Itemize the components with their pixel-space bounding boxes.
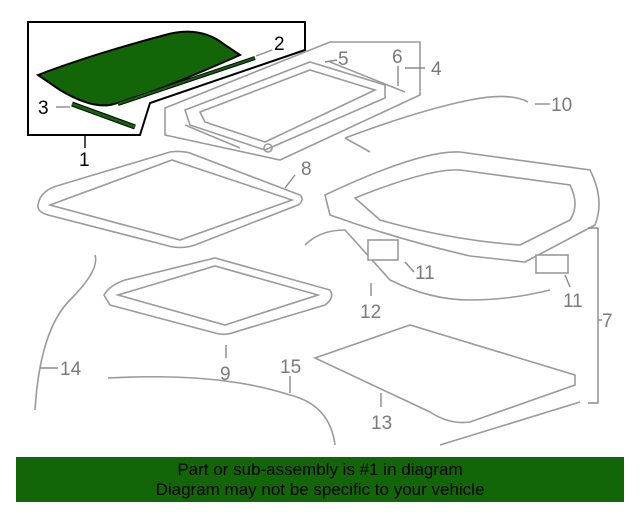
banner-line-1: Part or sub-assembly is #1 in diagram xyxy=(177,460,463,479)
callout-15: 15 xyxy=(280,357,301,378)
part-6-strip xyxy=(329,61,406,93)
part-5-frame xyxy=(183,61,386,151)
callout-3: 3 xyxy=(38,98,49,119)
part-12-harness xyxy=(304,229,551,301)
callout-13: 13 xyxy=(371,413,392,434)
part-7-rail xyxy=(439,401,581,446)
callout-labels: 1 2 3 4 5 6 7 8 9 10 11 11 12 13 14 15 xyxy=(38,34,613,434)
callout-6: 6 xyxy=(392,47,403,68)
part-13-sunshade xyxy=(312,324,576,424)
callout-9: 9 xyxy=(220,364,231,385)
callout-14: 14 xyxy=(60,359,82,380)
part-15-drain-hose xyxy=(107,375,336,446)
part-8-seal xyxy=(37,150,303,249)
callout-12: 12 xyxy=(360,302,381,323)
banner-line-2: Diagram may not be specific to your vehi… xyxy=(155,480,485,499)
callout-4: 4 xyxy=(431,59,442,80)
callout-11: 11 xyxy=(415,263,435,284)
callout-11-b: 11 xyxy=(563,291,583,312)
callout-1: 1 xyxy=(79,150,90,171)
callout-10: 10 xyxy=(551,95,572,116)
part-11-motor xyxy=(367,239,399,261)
part-1-glass-panel xyxy=(35,30,243,107)
part-11-motor-2 xyxy=(535,254,569,274)
part-6-strip-2 xyxy=(184,124,241,149)
part-9-seal xyxy=(103,257,333,336)
part-10-track xyxy=(344,95,529,153)
part-14-drain-hose xyxy=(34,254,97,411)
callout-7: 7 xyxy=(602,311,613,332)
sunroof-frame xyxy=(324,151,600,263)
part-fastener xyxy=(263,143,273,153)
info-banner: Part or sub-assembly is #1 in diagram Di… xyxy=(16,457,624,502)
callout-2: 2 xyxy=(274,34,285,55)
callout-8: 8 xyxy=(301,159,312,180)
callout-5: 5 xyxy=(338,49,349,70)
